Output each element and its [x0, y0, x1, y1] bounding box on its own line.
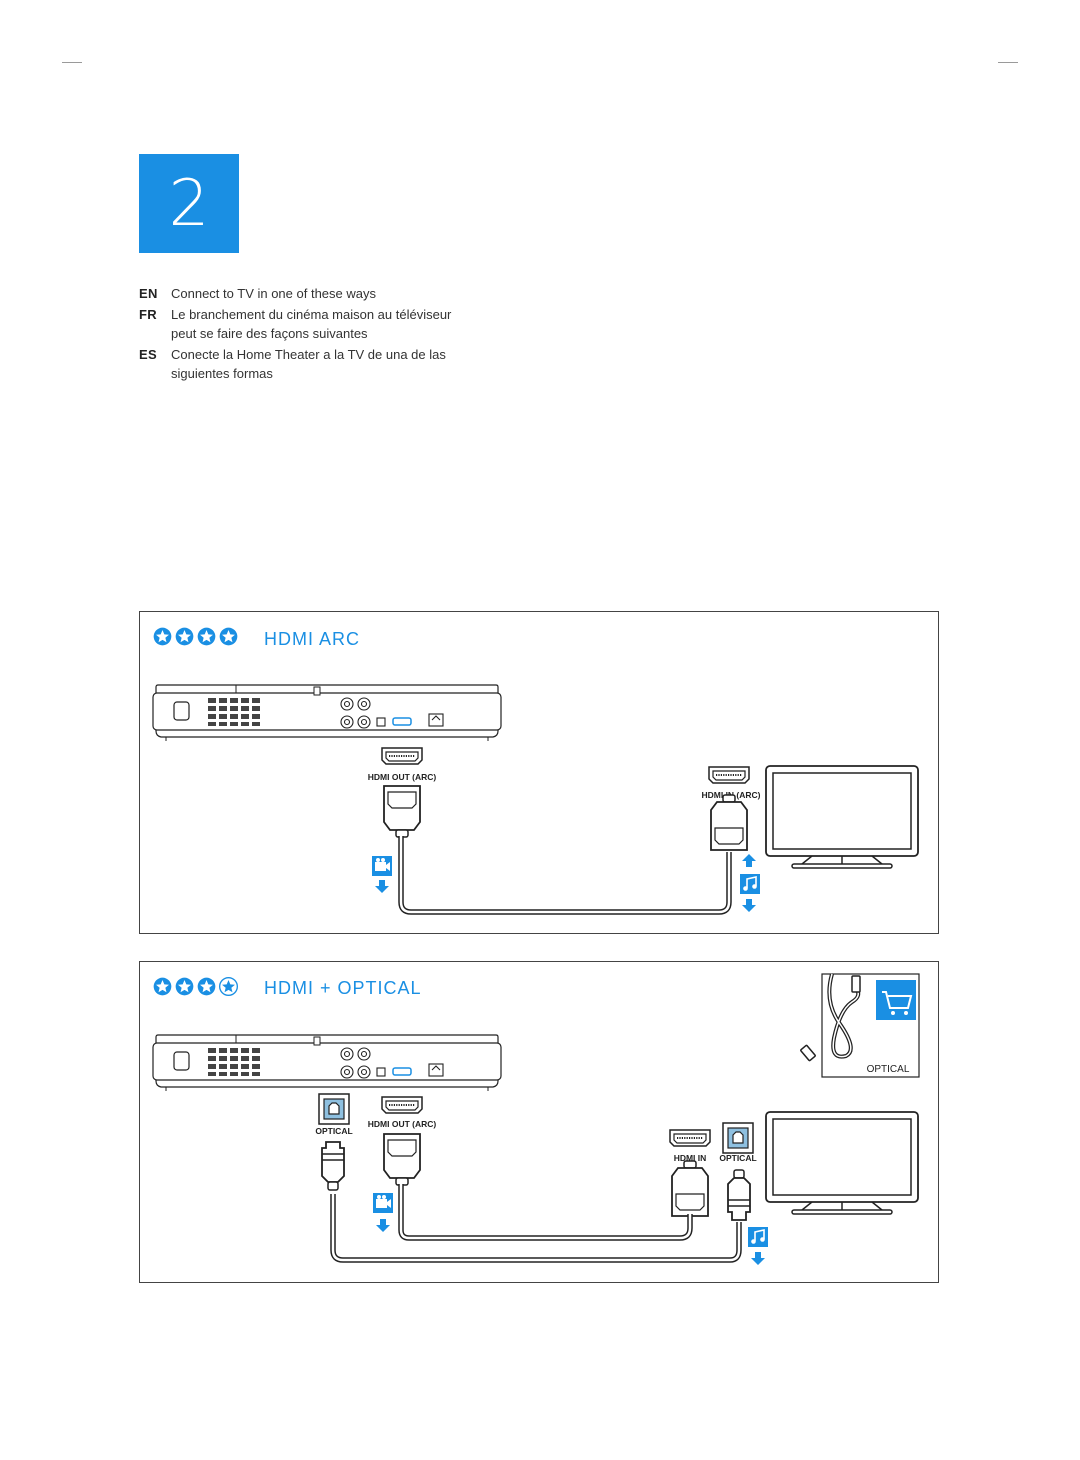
- panel-hdmi-arc: HDMI ARC HDMI OUT (ARC) HDMI IN (ARC): [139, 611, 939, 934]
- hdmi-out-label: HDMI OUT (ARC): [368, 1119, 437, 1129]
- optical-port-icon: [318, 1093, 350, 1125]
- home-theater-device: [152, 1034, 502, 1092]
- tv-icon: [765, 1111, 919, 1215]
- star-icon: [219, 627, 238, 646]
- optical-out-label: OPTICAL: [315, 1126, 352, 1136]
- video-icon: [373, 1193, 393, 1213]
- accessory-label: OPTICAL: [867, 1064, 910, 1075]
- arrow-down-icon: [742, 899, 756, 912]
- star-icon: [175, 977, 194, 996]
- star-icon: [197, 627, 216, 646]
- instructions: EN Connect to TV in one of these ways FR…: [139, 284, 479, 385]
- hdmi-in-label: HDMI IN: [674, 1153, 707, 1163]
- hdmi-out-label: HDMI OUT (ARC): [368, 772, 437, 782]
- rating-stars: [153, 627, 238, 646]
- star-icon: [197, 977, 216, 996]
- arrow-down-icon: [751, 1252, 765, 1265]
- panel-hdmi-optical: HDMI + OPTICAL OPTICAL OPTICAL HDMI OUT …: [139, 961, 939, 1283]
- music-note-icon: [748, 1227, 768, 1247]
- arrow-up-icon: [742, 854, 756, 867]
- hdmi-port-icon: [381, 747, 423, 765]
- tv-icon: [765, 765, 919, 869]
- crop-mark-right: [998, 62, 1018, 63]
- language-code: FR: [139, 307, 157, 322]
- hdmi-plug-icon: [383, 1133, 421, 1186]
- arrow-down-icon: [375, 880, 389, 893]
- instruction-en: EN Connect to TV in one of these ways: [139, 284, 479, 303]
- language-code: ES: [139, 347, 157, 362]
- music-note-icon: [740, 874, 760, 894]
- hdmi-optical-diagram: HDMI + OPTICAL OPTICAL OPTICAL HDMI OUT …: [152, 973, 920, 1265]
- star-icon: [153, 977, 172, 996]
- hdmi-arc-diagram: HDMI ARC HDMI OUT (ARC) HDMI IN (ARC): [152, 627, 919, 915]
- instruction-text: Connect to TV in one of these ways: [171, 286, 376, 301]
- hdmi-port-icon: [381, 1096, 423, 1114]
- home-theater-device: [152, 684, 502, 742]
- step-number: 2: [139, 154, 239, 253]
- hdmi-plug-icon: [671, 1160, 709, 1217]
- optical-cable-accessory: OPTICAL: [800, 973, 920, 1078]
- star-icon: [153, 627, 172, 646]
- hdmi-plug-icon: [710, 794, 748, 851]
- star-icon: [219, 977, 238, 996]
- hdmi-plug-icon: [383, 785, 421, 838]
- instruction-fr: FR Le branchement du cinéma maison au té…: [139, 305, 479, 343]
- rating-stars: [153, 977, 238, 996]
- arrow-down-icon: [376, 1219, 390, 1232]
- hdmi-port-icon: [669, 1129, 711, 1147]
- instruction-es: ES Conecte la Home Theater a la TV de un…: [139, 345, 479, 383]
- optical-plug-icon: [321, 1141, 345, 1191]
- panel-title: HDMI ARC: [264, 629, 360, 649]
- star-icon: [175, 627, 194, 646]
- hdmi-port-icon: [708, 766, 750, 784]
- crop-mark-left: [62, 62, 82, 63]
- optical-plug-icon: [727, 1169, 751, 1221]
- instruction-text: Le branchement du cinéma maison au télév…: [171, 307, 452, 341]
- optical-in-label: OPTICAL: [719, 1153, 756, 1163]
- language-code: EN: [139, 286, 158, 301]
- optical-port-icon: [722, 1122, 754, 1154]
- instruction-text: Conecte la Home Theater a la TV de una d…: [171, 347, 446, 381]
- panel-title: HDMI + OPTICAL: [264, 978, 422, 998]
- video-icon: [372, 856, 392, 876]
